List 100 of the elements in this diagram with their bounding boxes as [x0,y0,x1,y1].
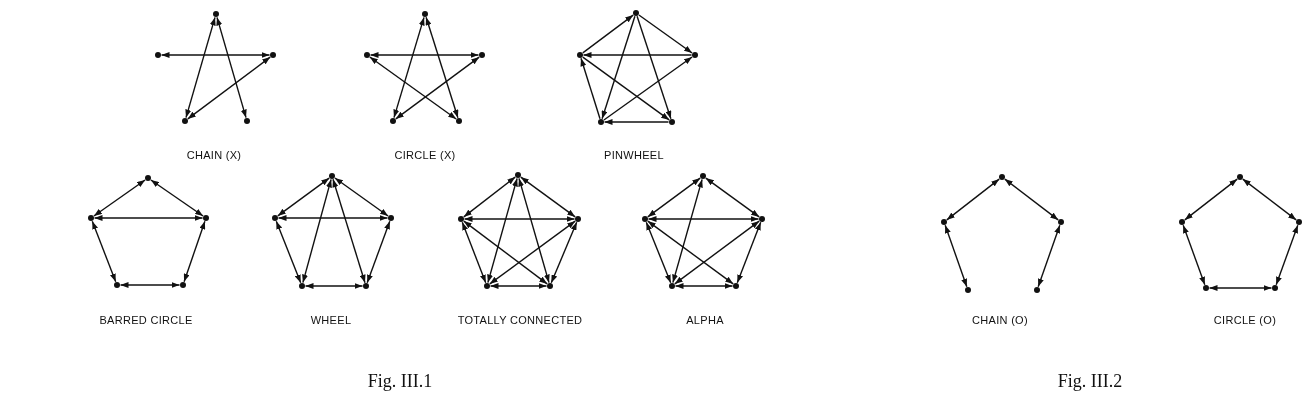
graph-label: CHAIN (O) [972,313,1028,327]
double-arrow [91,220,117,283]
graph-label: BARRED CIRCLE [99,313,193,327]
double-arrow [332,178,366,284]
node-dot [145,175,151,181]
node-dot [633,10,639,16]
double-arrow [550,221,578,284]
double-arrow [369,56,457,120]
graph-label: WHEEL [310,313,352,327]
double-arrow [93,179,146,217]
double-arrow [1037,224,1061,288]
arrow [582,56,670,121]
node-dot [515,172,521,178]
double-arrow [304,283,364,289]
double-arrow [395,56,480,120]
double-arrow [1208,285,1273,291]
node-dot [598,119,604,125]
node-dot [1296,219,1302,225]
arrow [603,56,693,121]
double-arrow [119,282,181,288]
node-dot [1058,219,1064,225]
node-dot [270,52,276,58]
graph-label: CIRCLE (X) [394,148,456,162]
double-arrow [277,177,330,217]
double-arrow [216,16,247,119]
double-arrow [463,176,516,218]
double-arrow [366,220,391,284]
double-arrow [487,177,518,284]
double-arrow [736,221,762,284]
node-dot [577,52,583,58]
node-dot [733,283,739,289]
node-dot [155,52,161,58]
double-arrow [674,220,760,285]
double-arrow [185,16,216,119]
node-dot [669,283,675,289]
node-dot [388,215,394,221]
double-arrow [1275,224,1299,286]
node-dot [965,287,971,293]
node-dot [1272,285,1278,291]
double-arrow [393,16,425,119]
double-arrow [277,215,389,221]
double-arrow [489,283,548,289]
double-arrow [518,177,550,284]
node-dot [390,118,396,124]
double-arrow [705,177,760,218]
double-arrow [369,52,480,58]
double-arrow [1242,178,1297,221]
graph-label: ALPHA [686,313,724,327]
node-dot [692,52,698,58]
node-dot [114,282,120,288]
double-arrow [1184,178,1238,221]
node-dot [547,283,553,289]
node-dot [422,11,428,17]
node-dot [642,216,648,222]
node-dot [456,118,462,124]
node-dot [244,118,250,124]
double-arrow [645,221,672,284]
arrow [638,14,693,54]
node-dot [182,118,188,124]
node-dot [941,219,947,225]
node-dot [484,283,490,289]
node-dot [180,282,186,288]
node-dot [458,216,464,222]
double-arrow [461,221,487,284]
node-dot [363,283,369,289]
node-dot [1034,287,1040,293]
arrow [582,14,634,54]
node-dot [575,216,581,222]
double-arrow [275,220,302,284]
node-dot [203,215,209,221]
node-dot [759,216,765,222]
graph-label: PINWHEEL [604,148,664,162]
graph-label: CIRCLE (O) [1213,313,1277,327]
double-arrow [160,52,271,58]
node-dot [1237,174,1243,180]
node-dot [329,173,335,179]
node-dot [1203,285,1209,291]
double-arrow [334,177,389,217]
node-dot [213,11,219,17]
node-dot [479,52,485,58]
node-dot [364,52,370,58]
node-dot [669,119,675,125]
figure-caption: Fig. III.2 [1057,372,1123,392]
double-arrow [150,179,204,217]
figure-caption: Fig. III.1 [367,372,433,392]
double-arrow [672,178,703,284]
node-dot [272,215,278,221]
double-arrow [1182,224,1206,286]
double-arrow [647,177,701,218]
graph-label: CHAIN (X) [186,148,242,162]
double-arrow [93,215,204,221]
double-arrow [187,56,271,120]
graph-label: TOTALLY CONNECTED [457,313,583,327]
node-dot [999,174,1005,180]
double-arrow [489,220,576,285]
arrow [582,52,693,58]
double-arrow [944,224,968,288]
double-arrow [647,216,760,222]
double-arrow [463,220,548,285]
node-dot [299,283,305,289]
